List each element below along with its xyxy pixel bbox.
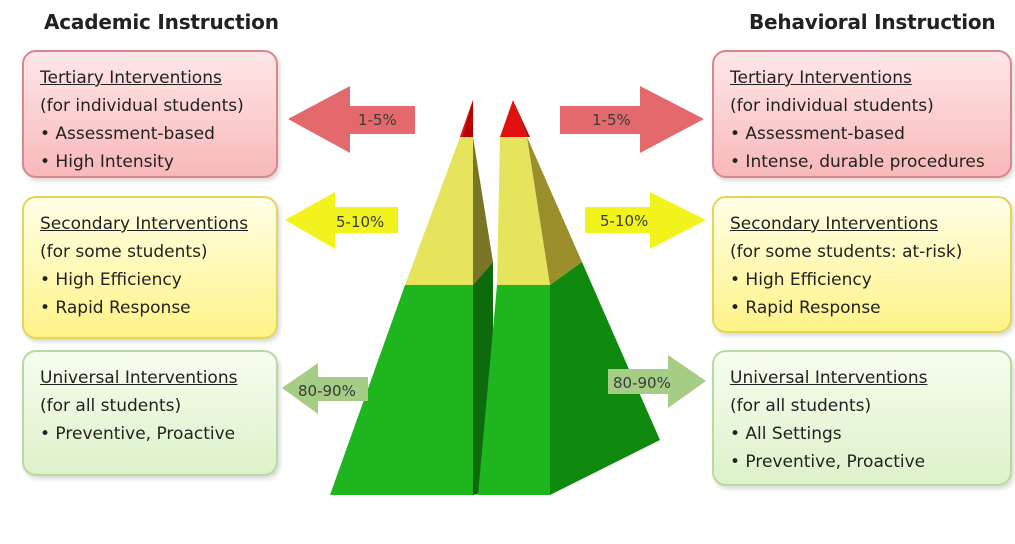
behavioral-tertiary-item: • Intense, durable procedures: [730, 152, 985, 172]
behavioral-secondary-item: • High Efficiency: [730, 270, 872, 290]
behavioral-universal-item: • Preventive, Proactive: [730, 452, 926, 472]
behavioral-pyramid-red-tip-dark: [513, 100, 530, 137]
behavioral-pyramid-green-front: [478, 285, 550, 495]
behavioral-tertiary-pct: 1-5%: [592, 111, 631, 129]
academic-pyramid-yellow-front: [405, 137, 473, 285]
academic-secondary-item: • High Efficiency: [40, 270, 182, 290]
behavioral-heading: Behavioral Instruction: [749, 10, 996, 34]
behavioral-tertiary-title: Tertiary Interventions: [730, 68, 912, 88]
academic-tertiary-title: Tertiary Interventions: [40, 68, 222, 88]
behavioral-pyramid-yellow-side: [527, 137, 582, 285]
behavioral-pyramid-red-tip: [500, 100, 527, 137]
behavioral-pyramid: [478, 100, 660, 495]
academic-universal-box: Universal Interventions (for all student…: [22, 350, 278, 476]
behavioral-tertiary-box: Tertiary Interventions (for individual s…: [712, 50, 1012, 178]
academic-universal-arrow: 80-90%: [282, 363, 368, 414]
academic-tertiary-box: Tertiary Interventions (for individual s…: [22, 50, 278, 178]
behavioral-secondary-sub: (for some students: at-risk): [730, 242, 963, 262]
academic-heading: Academic Instruction: [44, 10, 279, 34]
behavioral-secondary-box: Secondary Interventions (for some studen…: [712, 196, 1012, 333]
academic-universal-title: Universal Interventions: [40, 368, 238, 388]
behavioral-tertiary-item: • Assessment-based: [730, 124, 905, 144]
behavioral-secondary-arrow: 5-10%: [585, 192, 706, 249]
behavioral-universal-arrow: 80-90%: [608, 355, 706, 408]
academic-pyramid-yellow-side: [473, 137, 493, 285]
academic-heading-bold: Academic: [44, 10, 151, 34]
academic-tertiary-sub: (for individual students): [40, 96, 244, 116]
academic-secondary-title: Secondary Interventions: [40, 214, 249, 234]
behavioral-secondary-pct: 5-10%: [600, 212, 648, 230]
academic-tertiary-arrow: 1-5%: [288, 86, 415, 153]
academic-universal-sub: (for all students): [40, 396, 182, 416]
behavioral-universal-pct: 80-90%: [613, 374, 671, 392]
academic-secondary-arrow: 5-10%: [285, 192, 398, 249]
academic-pyramid-green-front: [330, 285, 473, 495]
behavioral-tertiary-arrow: 1-5%: [560, 86, 704, 153]
academic-tertiary-item: • Assessment-based: [40, 124, 215, 144]
behavioral-pyramid-green-side: [550, 262, 660, 495]
academic-tertiary-item: • High Intensity: [40, 152, 174, 172]
behavioral-secondary-item: • Rapid Response: [730, 298, 881, 318]
academic-universal-item: • Preventive, Proactive: [40, 424, 236, 444]
academic-pyramid: [330, 100, 493, 495]
academic-secondary-sub: (for some students): [40, 242, 208, 262]
behavioral-secondary-title: Secondary Interventions: [730, 214, 939, 234]
academic-tertiary-pct: 1-5%: [358, 111, 397, 129]
academic-universal-pct: 80-90%: [298, 382, 356, 400]
behavioral-universal-box: Universal Interventions (for all student…: [712, 350, 1012, 486]
academic-secondary-pct: 5-10%: [336, 213, 384, 231]
behavioral-universal-title: Universal Interventions: [730, 368, 928, 388]
behavioral-universal-item: • All Settings: [730, 424, 842, 444]
academic-pyramid-red-tip: [460, 100, 473, 137]
behavioral-pyramid-yellow-front: [497, 137, 550, 285]
behavioral-universal-sub: (for all students): [730, 396, 872, 416]
academic-secondary-item: • Rapid Response: [40, 298, 191, 318]
academic-secondary-box: Secondary Interventions (for some studen…: [22, 196, 278, 339]
behavioral-tertiary-sub: (for individual students): [730, 96, 934, 116]
academic-heading-rest: Instruction: [150, 10, 279, 34]
